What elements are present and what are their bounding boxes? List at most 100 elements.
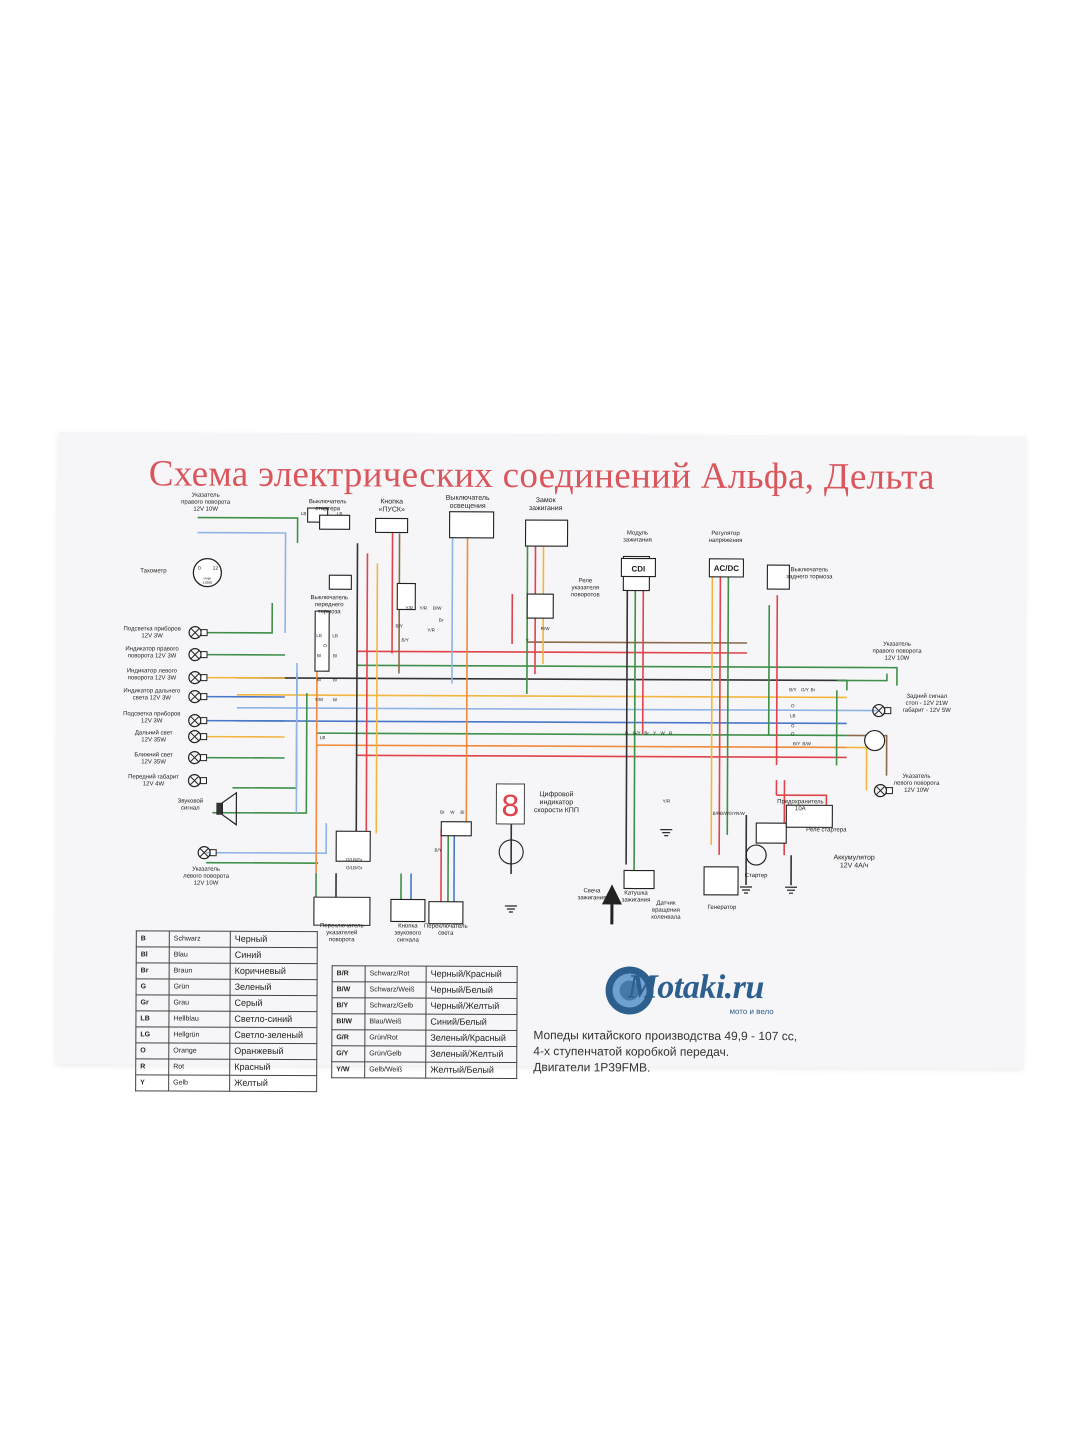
turn-switch-block bbox=[313, 896, 371, 926]
wire-tag: O/LB/Gr bbox=[346, 865, 363, 870]
spark-plug-icon bbox=[601, 884, 622, 905]
legend-code: Gr bbox=[135, 994, 170, 1011]
tachometer-face-text: 12 bbox=[213, 566, 219, 572]
right-turn-indicator-lamp bbox=[188, 648, 208, 662]
wire-tag: Y bbox=[526, 638, 529, 643]
wire-tag: B/Y bbox=[789, 687, 796, 692]
wire-green bbox=[212, 693, 308, 814]
wire-tag: B/W bbox=[720, 811, 729, 816]
cdi-box-label: CDI bbox=[631, 565, 645, 574]
wire-tag: Bl bbox=[333, 653, 337, 658]
starter-relay-icon bbox=[755, 822, 787, 844]
wire-tag: Br bbox=[811, 687, 816, 692]
wire-tag: B/W bbox=[802, 741, 811, 746]
wire-yellow bbox=[846, 746, 868, 791]
logo-name: Motaki.ru bbox=[627, 968, 764, 1007]
ground-icon bbox=[504, 905, 517, 913]
wire-tag: O bbox=[791, 731, 795, 736]
legend-de: Gelb bbox=[168, 1074, 230, 1092]
front-parking-lamp bbox=[187, 773, 207, 788]
legend-code: G/R bbox=[331, 1029, 365, 1046]
description-line-1: Мопеды китайского производства 49,9 - 10… bbox=[533, 1028, 798, 1044]
start-button-connector bbox=[396, 582, 416, 611]
ground-icon bbox=[740, 886, 753, 894]
legend-code: Br bbox=[136, 962, 170, 979]
wire-green bbox=[197, 516, 299, 544]
wire-tag: O/LB/Gr bbox=[346, 857, 363, 862]
wire-tag: Y/R bbox=[405, 606, 413, 611]
legend-de: Gelb/Weiß bbox=[364, 1061, 426, 1079]
generator-label: Генератор bbox=[708, 905, 737, 911]
start-button-label: Кнопка«ПУСК» bbox=[378, 498, 405, 513]
wire-lightblue bbox=[295, 663, 298, 814]
front-brake-switch-icon bbox=[328, 574, 352, 590]
wire-tag: Bl bbox=[333, 677, 337, 682]
legend-de: Grau bbox=[168, 994, 231, 1012]
wire-tag: Y/W bbox=[315, 697, 324, 702]
tachometer-face-text: 0 bbox=[198, 566, 201, 572]
legend-ru: Черный bbox=[230, 931, 318, 948]
legend-ru: Черный/Красный bbox=[426, 966, 518, 983]
tachometer-label: Тахометр bbox=[140, 568, 167, 574]
wire-tag: B/Y bbox=[793, 741, 800, 746]
wire-lightblue bbox=[197, 531, 287, 633]
wire-green bbox=[767, 605, 771, 736]
legend-ru: Зеленый/Красный bbox=[425, 1030, 517, 1047]
wire-tag: LB bbox=[320, 735, 326, 740]
regulator-box-label: AC/DC bbox=[714, 564, 740, 573]
wire-tag: B/Y bbox=[396, 623, 403, 628]
wire-green bbox=[633, 579, 637, 875]
starter-switch-block bbox=[319, 514, 351, 530]
wire-black bbox=[236, 676, 847, 682]
left-turn-rear-lamp bbox=[873, 783, 893, 798]
gear-indicator-display: 8 bbox=[495, 783, 525, 826]
wire-tag: Br bbox=[440, 810, 445, 815]
legend-de: Blau bbox=[169, 946, 231, 964]
wire-red bbox=[775, 595, 779, 766]
wire-tag: LB bbox=[337, 511, 343, 516]
wire-tag: Bl bbox=[317, 653, 321, 658]
description-line-2: 4-х ступенчатой коробкой передач. bbox=[533, 1044, 730, 1059]
gear-sensor-icon bbox=[498, 839, 524, 865]
starter-label: Стартер bbox=[745, 873, 769, 879]
description-line-3: Двигатели 1P39FMB. bbox=[533, 1060, 651, 1075]
legend-ru: Светло-синий bbox=[229, 1011, 317, 1028]
wiring-diagram-sheet: Схема электрических соединений Альфа, Де… bbox=[55, 432, 1026, 1092]
wire-red bbox=[641, 584, 645, 735]
legend-code: G bbox=[136, 978, 170, 995]
high-beam-indicator-lamp bbox=[188, 689, 208, 704]
wire-green bbox=[726, 574, 730, 835]
wire-tag: LB bbox=[301, 511, 307, 516]
wire-red bbox=[391, 523, 394, 654]
ignition-coil-icon bbox=[623, 869, 655, 890]
wire-green bbox=[836, 673, 888, 682]
low-beam-lamp bbox=[187, 750, 208, 765]
legend-de: Braun bbox=[169, 962, 231, 980]
wire-tag: LB bbox=[332, 633, 338, 638]
legend-code: R bbox=[135, 1058, 169, 1075]
wire-brown bbox=[846, 734, 888, 776]
wire-tag: R/W bbox=[736, 811, 746, 816]
legend-de: Orange bbox=[168, 1042, 230, 1060]
